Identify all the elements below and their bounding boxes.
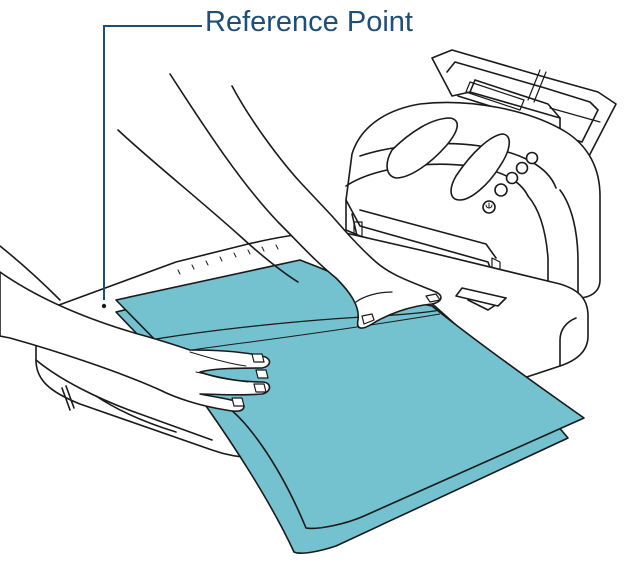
panel-button-3 xyxy=(507,173,518,184)
panel-button-1 xyxy=(527,153,538,164)
panel-button-2 xyxy=(517,163,528,174)
reference-point-marker xyxy=(102,304,106,308)
reference-point-label: Reference Point xyxy=(205,4,413,40)
panel-button-4 xyxy=(495,184,507,196)
